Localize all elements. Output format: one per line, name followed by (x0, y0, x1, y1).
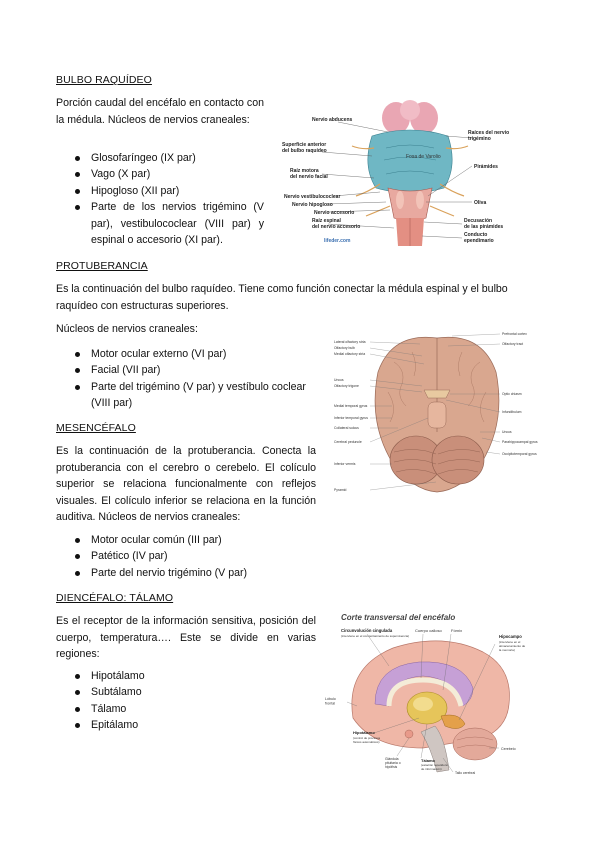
svg-text:Pyramid: Pyramid (334, 488, 347, 492)
svg-text:Lateral olfactory stria: Lateral olfactory stria (334, 340, 366, 344)
section-heading-diencefalo: DIENCÉFALO: TÁLAMO (56, 592, 174, 604)
bullet-icon (75, 156, 80, 161)
svg-text:Parahippocampal gyrus: Parahippocampal gyrus (502, 440, 538, 444)
list-item: Patético (IV par) (56, 548, 316, 564)
bullet-icon (75, 723, 80, 729)
svg-text:(estación repetidora d: (estación repetidora de información) (421, 763, 448, 771)
section-heading-mesencefalo: MESENCÉFALO (56, 422, 136, 434)
brainstem-figure: Nervio abducens Superficie anterior del … (276, 96, 546, 248)
section-intro-diencefalo: Es el receptor de la información sensiti… (56, 615, 316, 661)
bullet-list-diencefalo: Hipotálamo Subtálamo Tálamo Epitálamo (56, 668, 256, 734)
brainstem-label-fosa: Fosa de Varolio (406, 154, 441, 160)
svg-text:Raíz motora del nervio: Raíz motora del nervio facial (290, 168, 328, 180)
svg-text:Raíces del nervio trig: Raíces del nervio trigémino (468, 130, 511, 142)
bullet-icon (75, 205, 80, 211)
svg-text:Cerebelo: Cerebelo (501, 747, 516, 751)
bullet-icon (75, 570, 80, 576)
svg-text:Collateral sulcus: Collateral sulcus (334, 426, 359, 430)
svg-text:Infundibulum: Infundibulum (502, 410, 522, 414)
svg-text:Glándula pituitaria o: Glándula pituitaria o hipófisis (385, 757, 402, 769)
svg-text:Hipocampo: Hipocampo (499, 634, 522, 639)
list-item: Epitálamo (56, 717, 256, 733)
bullet-icon (75, 172, 80, 178)
svg-text:Superficie anterior de: Superficie anterior del bulbo raquídeo (282, 142, 328, 154)
svg-text:Lóbulo frontal: Lóbulo frontal (325, 697, 337, 706)
svg-text:(interviene en el alma: (interviene en el almacenamiento de la m… (499, 640, 526, 652)
bullet-icon (75, 352, 80, 357)
svg-text:Cuerpo calloso: Cuerpo calloso (415, 628, 442, 633)
brainstem-label-oliva: Oliva (474, 200, 486, 206)
brainstem-credit: lifeder.com (324, 238, 351, 244)
bullet-list-bulbo: Glosofaríngeo (IX par) Vago (X par) Hipo… (56, 150, 264, 248)
bullet-list-mesencefalo: Motor ocular común (III par) Patético (I… (56, 532, 316, 581)
cross-section-figure: Corte transversal del encéfalo (323, 608, 555, 778)
cross-section-title: Corte transversal del encéfalo (341, 613, 455, 622)
list-item: Motor ocular externo (VI par) (56, 346, 316, 362)
bullet-icon (75, 674, 80, 679)
section-heading-protuberancia: PROTUBERANCIA (56, 260, 148, 272)
bullet-icon (75, 384, 80, 390)
bullet-icon (75, 188, 80, 194)
list-item: Hipotálamo (56, 668, 256, 684)
list-item: Glosofaríngeo (IX par) (56, 150, 264, 166)
svg-text:Tallo cerebral: Tallo cerebral (455, 771, 475, 775)
list-item: Facial (VII par) (56, 362, 316, 378)
brainstem-label-piramides: Pirámides (474, 164, 498, 170)
section-heading-bulbo: BULBO RAQUÍDEO (56, 74, 152, 86)
svg-text:Prefrontal cortex: Prefrontal cortex (502, 332, 527, 336)
svg-text:Uncus: Uncus (502, 430, 512, 434)
bullet-icon (75, 538, 80, 543)
svg-text:Conducto ependimario: Conducto ependimario (464, 232, 494, 244)
list-item: Parte de los nervios trigémino (V par), … (56, 199, 264, 248)
bullet-icon (75, 706, 80, 712)
brainstem-label-abducens: Nervio abducens (312, 117, 353, 123)
svg-text:Occipitotemporal gyrus: Occipitotemporal gyrus (502, 452, 537, 456)
svg-text:Olfactory trigone: Olfactory trigone (334, 384, 359, 388)
svg-text:Inferior temporal gyrus: Inferior temporal gyrus (334, 416, 368, 420)
section-sub-protuberancia: Núcleos de nervios craneales: (56, 323, 198, 335)
svg-text:(control de procesos f: (control de procesos físicos automáticos… (353, 736, 381, 744)
svg-text:Medial olfactory stria: Medial olfactory stria (334, 352, 365, 356)
brainstem-label-vestibulococlear: Nervio vestibulococlear (284, 194, 340, 200)
svg-text:Optic chiasm: Optic chiasm (502, 392, 522, 396)
section-intro-bulbo: Porción caudal del encéfalo en contacto … (56, 97, 264, 126)
svg-text:Raíz espinal del nervi: Raíz espinal del nervio accesorio (312, 218, 360, 230)
bullet-icon (75, 690, 80, 696)
list-item: Hipogloso (XII par) (56, 183, 264, 199)
svg-text:Decusación de las pirá: Decusación de las pirámides (464, 218, 503, 230)
svg-text:Inferior vermis: Inferior vermis (334, 462, 356, 466)
svg-text:Olfactory bulb: Olfactory bulb (334, 346, 355, 350)
list-item: Parte del trigémino (V par) y vestíbulo … (56, 379, 316, 412)
bullet-icon (75, 554, 80, 560)
bullet-icon (75, 368, 80, 374)
svg-text:Medial temporal gyrus: Medial temporal gyrus (334, 404, 368, 408)
list-item: Tálamo (56, 701, 256, 717)
svg-text:Olfactory tract: Olfactory tract (502, 342, 523, 346)
svg-text:Cerebral peduncle: Cerebral peduncle (334, 440, 362, 444)
list-item: Parte del nervio trigémino (V par) (56, 565, 316, 581)
brainstem-label-hipogloso: Nervio hipogloso (292, 202, 333, 208)
brain-base-figure: Lateral olfactory stria Olfactory bulb M… (332, 322, 542, 502)
list-item: Subtálamo (56, 684, 256, 700)
list-item: Motor ocular común (III par) (56, 532, 316, 548)
svg-text:Fórnix: Fórnix (451, 628, 462, 633)
brainstem-label-superficie-2: del bulbo raquídeo (282, 148, 327, 154)
brainstem-label-superficie-1: Superficie anterior (282, 142, 326, 148)
section-intro-mesencefalo: Es la continuación de la protuberancia. … (56, 445, 316, 524)
section-intro-protuberancia: Es la continuación del bulbo raquídeo. T… (56, 283, 508, 312)
svg-text:Circunvolución cingulada: Circunvolución cingulada (341, 628, 393, 633)
list-item: Vago (X par) (56, 166, 264, 182)
bullet-list-protuberancia: Motor ocular externo (VI par) Facial (VI… (56, 346, 316, 412)
svg-text:Hipotálamo: Hipotálamo (353, 730, 375, 735)
svg-text:Uncus: Uncus (334, 378, 344, 382)
svg-text:(interviene en el comportamien: (interviene en el comportamiento de supe… (341, 634, 409, 638)
brainstem-label-accesorio: Nervio accesorio (314, 210, 354, 216)
svg-text:Tálamo: Tálamo (421, 758, 436, 763)
